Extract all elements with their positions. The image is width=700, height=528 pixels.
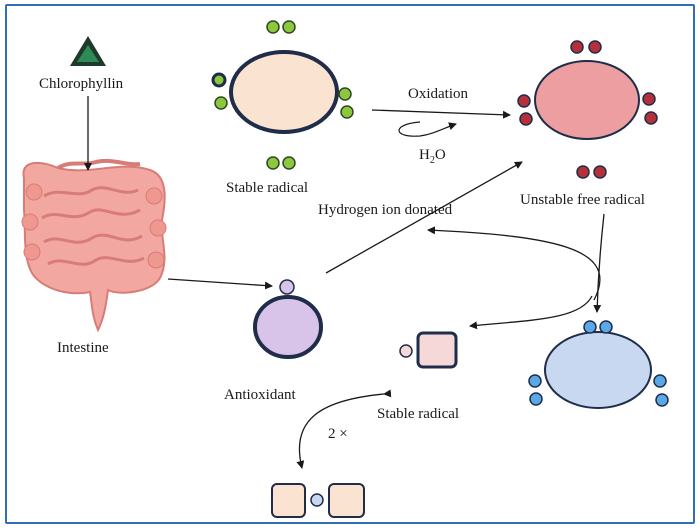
arrow-curve-to-square <box>469 295 593 330</box>
chlorophyllin-label: Chlorophyllin <box>39 76 124 92</box>
arrow-unstable-to-blue <box>593 213 605 313</box>
stable-radical-top <box>211 20 354 170</box>
arrow-two-times <box>296 389 392 469</box>
hydrogen-ion-donated-label: Hydrogen ion donated <box>318 202 453 218</box>
water-label: H2O <box>419 147 446 166</box>
chlorophyllin-icon <box>70 36 106 66</box>
multiplier-label: 2 × <box>328 426 348 442</box>
stable-dimer <box>271 483 365 518</box>
unstable-free-radical <box>517 40 658 179</box>
stable-radical-bottom-label: Stable radical <box>377 406 460 422</box>
stable-radical-top-label: Stable radical <box>226 180 309 196</box>
unstable-free-radical-label: Unstable free radical <box>520 192 645 208</box>
arrow-intestine-to-antioxidant <box>167 278 273 290</box>
arrow-hydrogen-donated <box>325 161 523 274</box>
intestine-label: Intestine <box>57 340 109 356</box>
arrow-curve-to-hydrogen <box>427 226 601 301</box>
oxidation-label: Oxidation <box>408 86 468 102</box>
antioxidant <box>253 279 323 359</box>
arrow-oxidation <box>371 109 511 119</box>
blue-radical <box>528 320 669 409</box>
antioxidant-label: Antioxidant <box>224 387 296 403</box>
intestine-icon <box>21 158 167 333</box>
stable-radical-square <box>399 331 458 369</box>
arrow-water-cycle <box>398 121 457 137</box>
